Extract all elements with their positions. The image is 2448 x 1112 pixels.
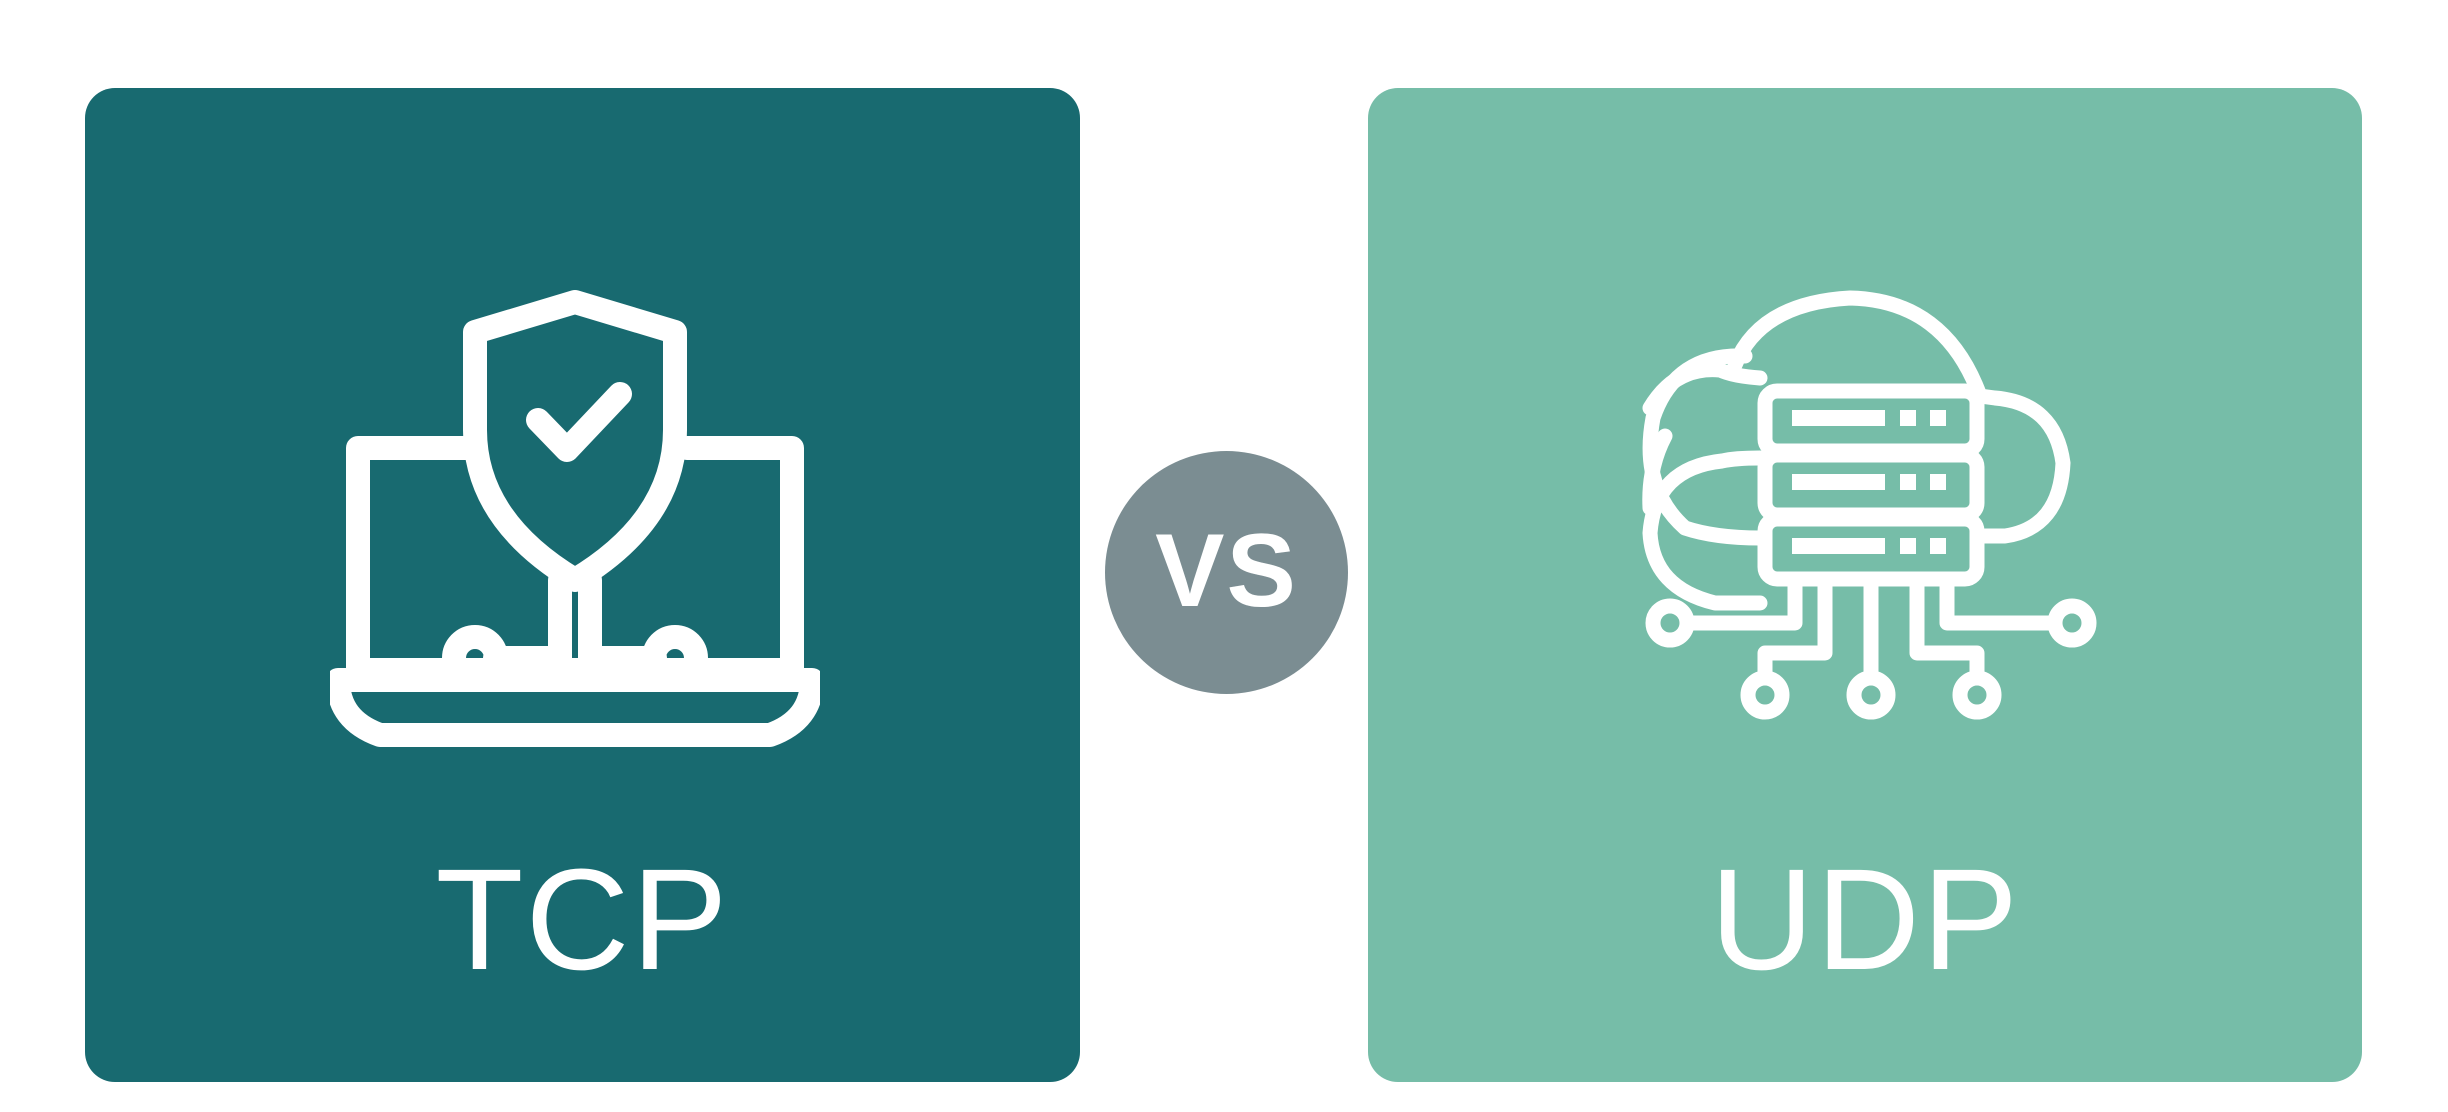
- udp-label: UDP: [1709, 839, 2021, 1000]
- laptop-shield-network-icon: [330, 290, 820, 747]
- cloud-server-network-icon: [1642, 290, 2097, 720]
- vs-badge: VS: [1105, 451, 1348, 694]
- vs-text: VS: [1155, 512, 1298, 629]
- tcp-label: TCP: [435, 839, 730, 1000]
